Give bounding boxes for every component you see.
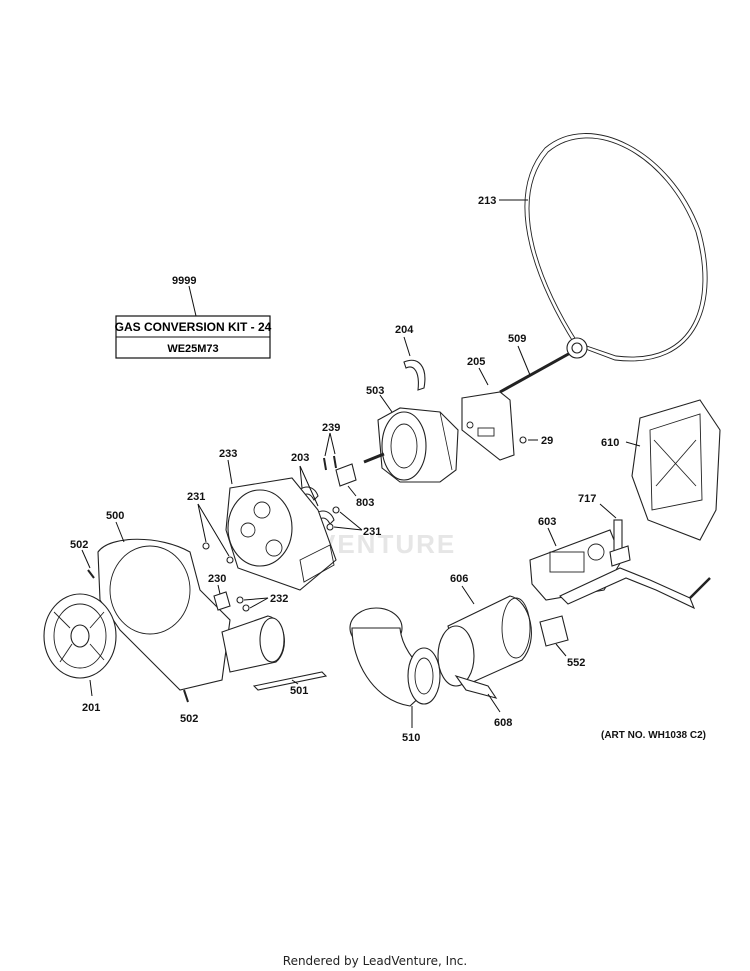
label-501: 501 (290, 685, 308, 697)
watermark-text: VENTURE (318, 529, 456, 559)
drive-motor-part[interactable] (363, 407, 459, 483)
bracket-608-part[interactable] (454, 674, 498, 699)
label-552: 552 (567, 657, 585, 669)
art-number: (ART NO. WH1038 C2) (601, 730, 706, 741)
label-233: 233 (219, 448, 237, 460)
label-9999: 9999 (172, 275, 196, 287)
pin-239-part[interactable] (323, 455, 337, 471)
label-603: 603 (538, 516, 556, 528)
flame-sensor-part[interactable] (539, 615, 569, 647)
label-232: 232 (270, 593, 288, 605)
label-231-right: 231 (363, 526, 381, 538)
kit-part-number: WE25M73 (167, 343, 218, 355)
coupling-803-part[interactable] (335, 463, 357, 487)
blower-housing-back-part[interactable] (225, 477, 337, 591)
label-213: 213 (478, 195, 496, 207)
idler-arm-part[interactable] (499, 337, 588, 394)
label-203: 203 (291, 452, 309, 464)
screw-29-part[interactable] (519, 436, 527, 444)
cam-230-part[interactable] (213, 591, 231, 611)
label-239: 239 (322, 422, 340, 434)
label-29: 29 (541, 435, 553, 447)
label-608: 608 (494, 717, 512, 729)
label-230: 230 (208, 573, 226, 585)
label-717: 717 (578, 493, 596, 505)
seal-strip-part[interactable] (252, 671, 328, 691)
screw-502-bottom-part[interactable] (183, 689, 189, 703)
gas-conversion-kit-box[interactable]: GAS CONVERSION KIT - 24 WE25M73 (115, 315, 272, 359)
label-204: 204 (395, 324, 414, 336)
igniter-part[interactable] (609, 519, 631, 567)
burner-cover-part[interactable] (631, 399, 721, 541)
clip-204-part[interactable] (403, 359, 426, 391)
label-500: 500 (106, 510, 124, 522)
label-205: 205 (467, 356, 485, 368)
screw-231-right-part[interactable] (326, 506, 340, 531)
label-502-bottom: 502 (180, 713, 198, 725)
idler-bracket-part[interactable] (461, 391, 515, 461)
gas-valve-part[interactable] (529, 529, 711, 610)
label-606: 606 (450, 573, 468, 585)
label-201: 201 (82, 702, 100, 714)
drive-belt-part[interactable] (524, 133, 708, 362)
label-231-left: 231 (187, 491, 205, 503)
screw-231-left-part[interactable] (202, 542, 234, 564)
combustion-chamber-part[interactable] (437, 595, 532, 687)
label-803: 803 (356, 497, 374, 509)
label-509: 509 (508, 333, 526, 345)
duct-510-part[interactable] (349, 607, 441, 707)
kit-title: GAS CONVERSION KIT - 24 (115, 320, 272, 334)
blower-housing-front-part[interactable] (97, 538, 285, 691)
footer-credit: Rendered by LeadVenture, Inc. (282, 954, 468, 968)
label-510: 510 (402, 732, 420, 744)
screw-502-top-part[interactable] (87, 569, 95, 579)
label-503: 503 (366, 385, 384, 397)
label-610: 610 (601, 437, 619, 449)
label-502-top: 502 (70, 539, 88, 551)
blower-wheel-part[interactable] (43, 593, 117, 679)
screw-232-part[interactable] (236, 596, 250, 612)
